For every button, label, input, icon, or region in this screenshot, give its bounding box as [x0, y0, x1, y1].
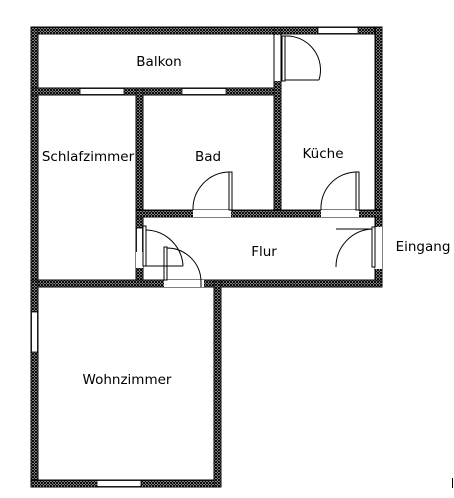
- room-label-flur: Flur: [251, 244, 277, 260]
- room-label-balkon: Balkon: [136, 54, 181, 70]
- wall-wohn-right: [213, 279, 222, 488]
- door-bad: [192, 171, 233, 211]
- door-flur-wohn: [142, 225, 202, 287]
- window-balkon-schlaf: [79, 88, 125, 95]
- window-kueche-top: [317, 27, 359, 34]
- room-label-bad: Bad: [195, 149, 221, 165]
- door-eingang: [335, 226, 376, 268]
- door-openings: [136, 35, 382, 287]
- wall-flur-top: [135, 209, 383, 218]
- wall-wohn-left: [30, 279, 39, 488]
- room-label-kueche: Küche: [302, 146, 343, 162]
- wall-left-upper: [30, 26, 39, 286]
- window-balkon-bad: [181, 88, 227, 95]
- wall-balkon-bottom: [30, 87, 282, 96]
- window-wohn-bottom: [96, 480, 142, 487]
- window-wohn-left: [31, 311, 38, 353]
- wall-balkon-top: [30, 26, 282, 35]
- label-eingang: Eingang: [396, 239, 451, 255]
- room-label-schlafzimmer: Schlafzimmer: [42, 149, 135, 165]
- door-kueche: [320, 171, 360, 211]
- room-label-wohnzimmer: Wohnzimmer: [83, 372, 172, 388]
- wall-mid: [30, 279, 383, 288]
- walls: [30, 26, 383, 488]
- doors: [142, 35, 376, 287]
- windows: [31, 27, 359, 487]
- door-balkon-kueche: [273, 35, 322, 82]
